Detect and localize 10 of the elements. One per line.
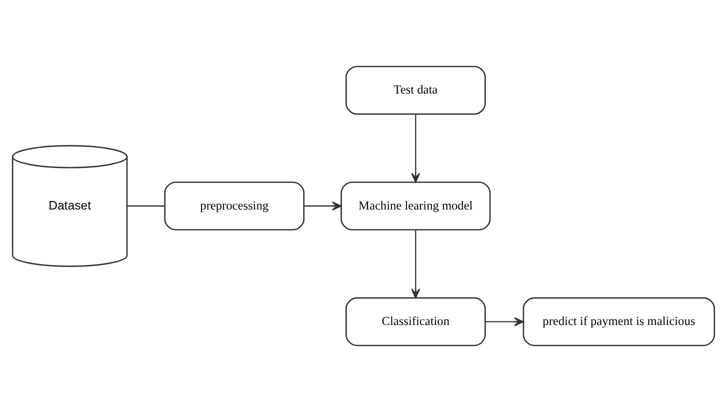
node-box: Classification — [345, 297, 486, 346]
arrow — [411, 230, 420, 298]
node-box: preprocessing — [164, 182, 305, 230]
connector — [127, 205, 165, 207]
node-box: predict if payment is malicious — [522, 297, 716, 346]
arrow — [411, 114, 420, 183]
arrow — [486, 317, 524, 326]
node-box: Machine learing model — [340, 182, 491, 230]
node-box: Test data — [345, 66, 486, 115]
arrow — [304, 201, 342, 211]
